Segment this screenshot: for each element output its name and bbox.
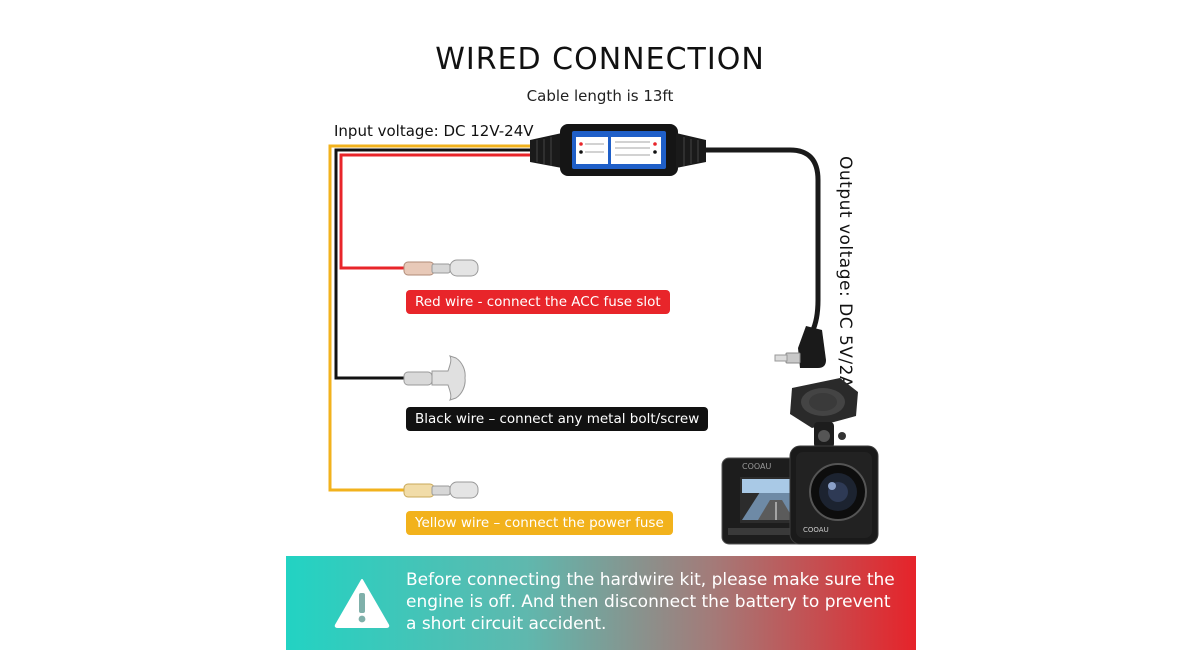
black-wire	[334, 148, 540, 380]
camera-brand-rear: COOAU	[742, 462, 772, 471]
yellow-wire	[328, 144, 540, 492]
red-bullet-connector	[403, 259, 479, 277]
warning-triangle-icon	[334, 579, 390, 628]
black-wire-label: Black wire – connect any metal bolt/scre…	[406, 407, 709, 431]
red-wire-label: Red wire - connect the ACC fuse slot	[406, 290, 670, 314]
warning-text: Before connecting the hardwire kit, plea…	[406, 570, 895, 634]
yellow-bullet-connector	[403, 481, 479, 499]
page-title: WIRED CONNECTION	[435, 42, 765, 77]
output-voltage-label: Output voltage: DC 5V/2A	[835, 156, 855, 389]
yellow-wire-label: Yellow wire – connect the power fuse	[406, 511, 673, 535]
black-fork-terminal	[403, 355, 466, 401]
suction-mount	[790, 378, 858, 448]
strain-relief-left	[530, 133, 562, 168]
camera-brand-front: COOAU	[803, 526, 829, 534]
cable-length-subtitle: Cable length is 13ft	[526, 87, 674, 105]
converter-box	[560, 124, 678, 176]
mini-usb-plug	[774, 326, 826, 368]
red-wire	[339, 153, 540, 270]
strain-relief-right	[676, 133, 706, 168]
warning-banner: Before connecting the hardwire kit, plea…	[286, 556, 916, 650]
dash-camera-front: COOAU	[789, 445, 879, 545]
output-cable	[704, 147, 821, 334]
input-voltage-label: Input voltage: DC 12V-24V	[334, 122, 534, 140]
